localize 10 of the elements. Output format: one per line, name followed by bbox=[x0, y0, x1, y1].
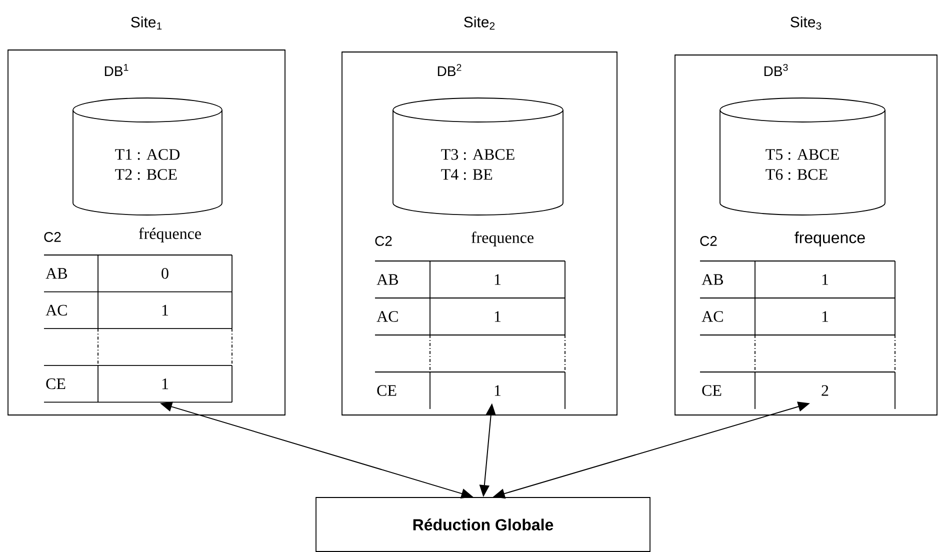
process-box: Réduction Globale bbox=[316, 497, 650, 552]
frequency-table: C2 fréquence AB 0 AC 1 CE 1 bbox=[44, 228, 232, 403]
database-cylinder: T1 : ACD T2 : BCE bbox=[72, 98, 222, 216]
node-label: Site$_{3}$ bbox=[790, 16, 822, 30]
node-label: Site$_{1}$ bbox=[131, 16, 162, 30]
frequency-table: C2 frequence AB 1 AC 1 CE 2 bbox=[700, 232, 896, 410]
database-cylinder: T5 : ABCE T6 : BCE bbox=[720, 98, 886, 216]
frequency-table: C2 frequence AB 1 AC 1 CE 1 bbox=[374, 232, 566, 410]
node-label: Site$_{2}$ bbox=[464, 16, 495, 30]
database-cylinder: T3 : ABCE T4 : BE bbox=[392, 98, 564, 216]
